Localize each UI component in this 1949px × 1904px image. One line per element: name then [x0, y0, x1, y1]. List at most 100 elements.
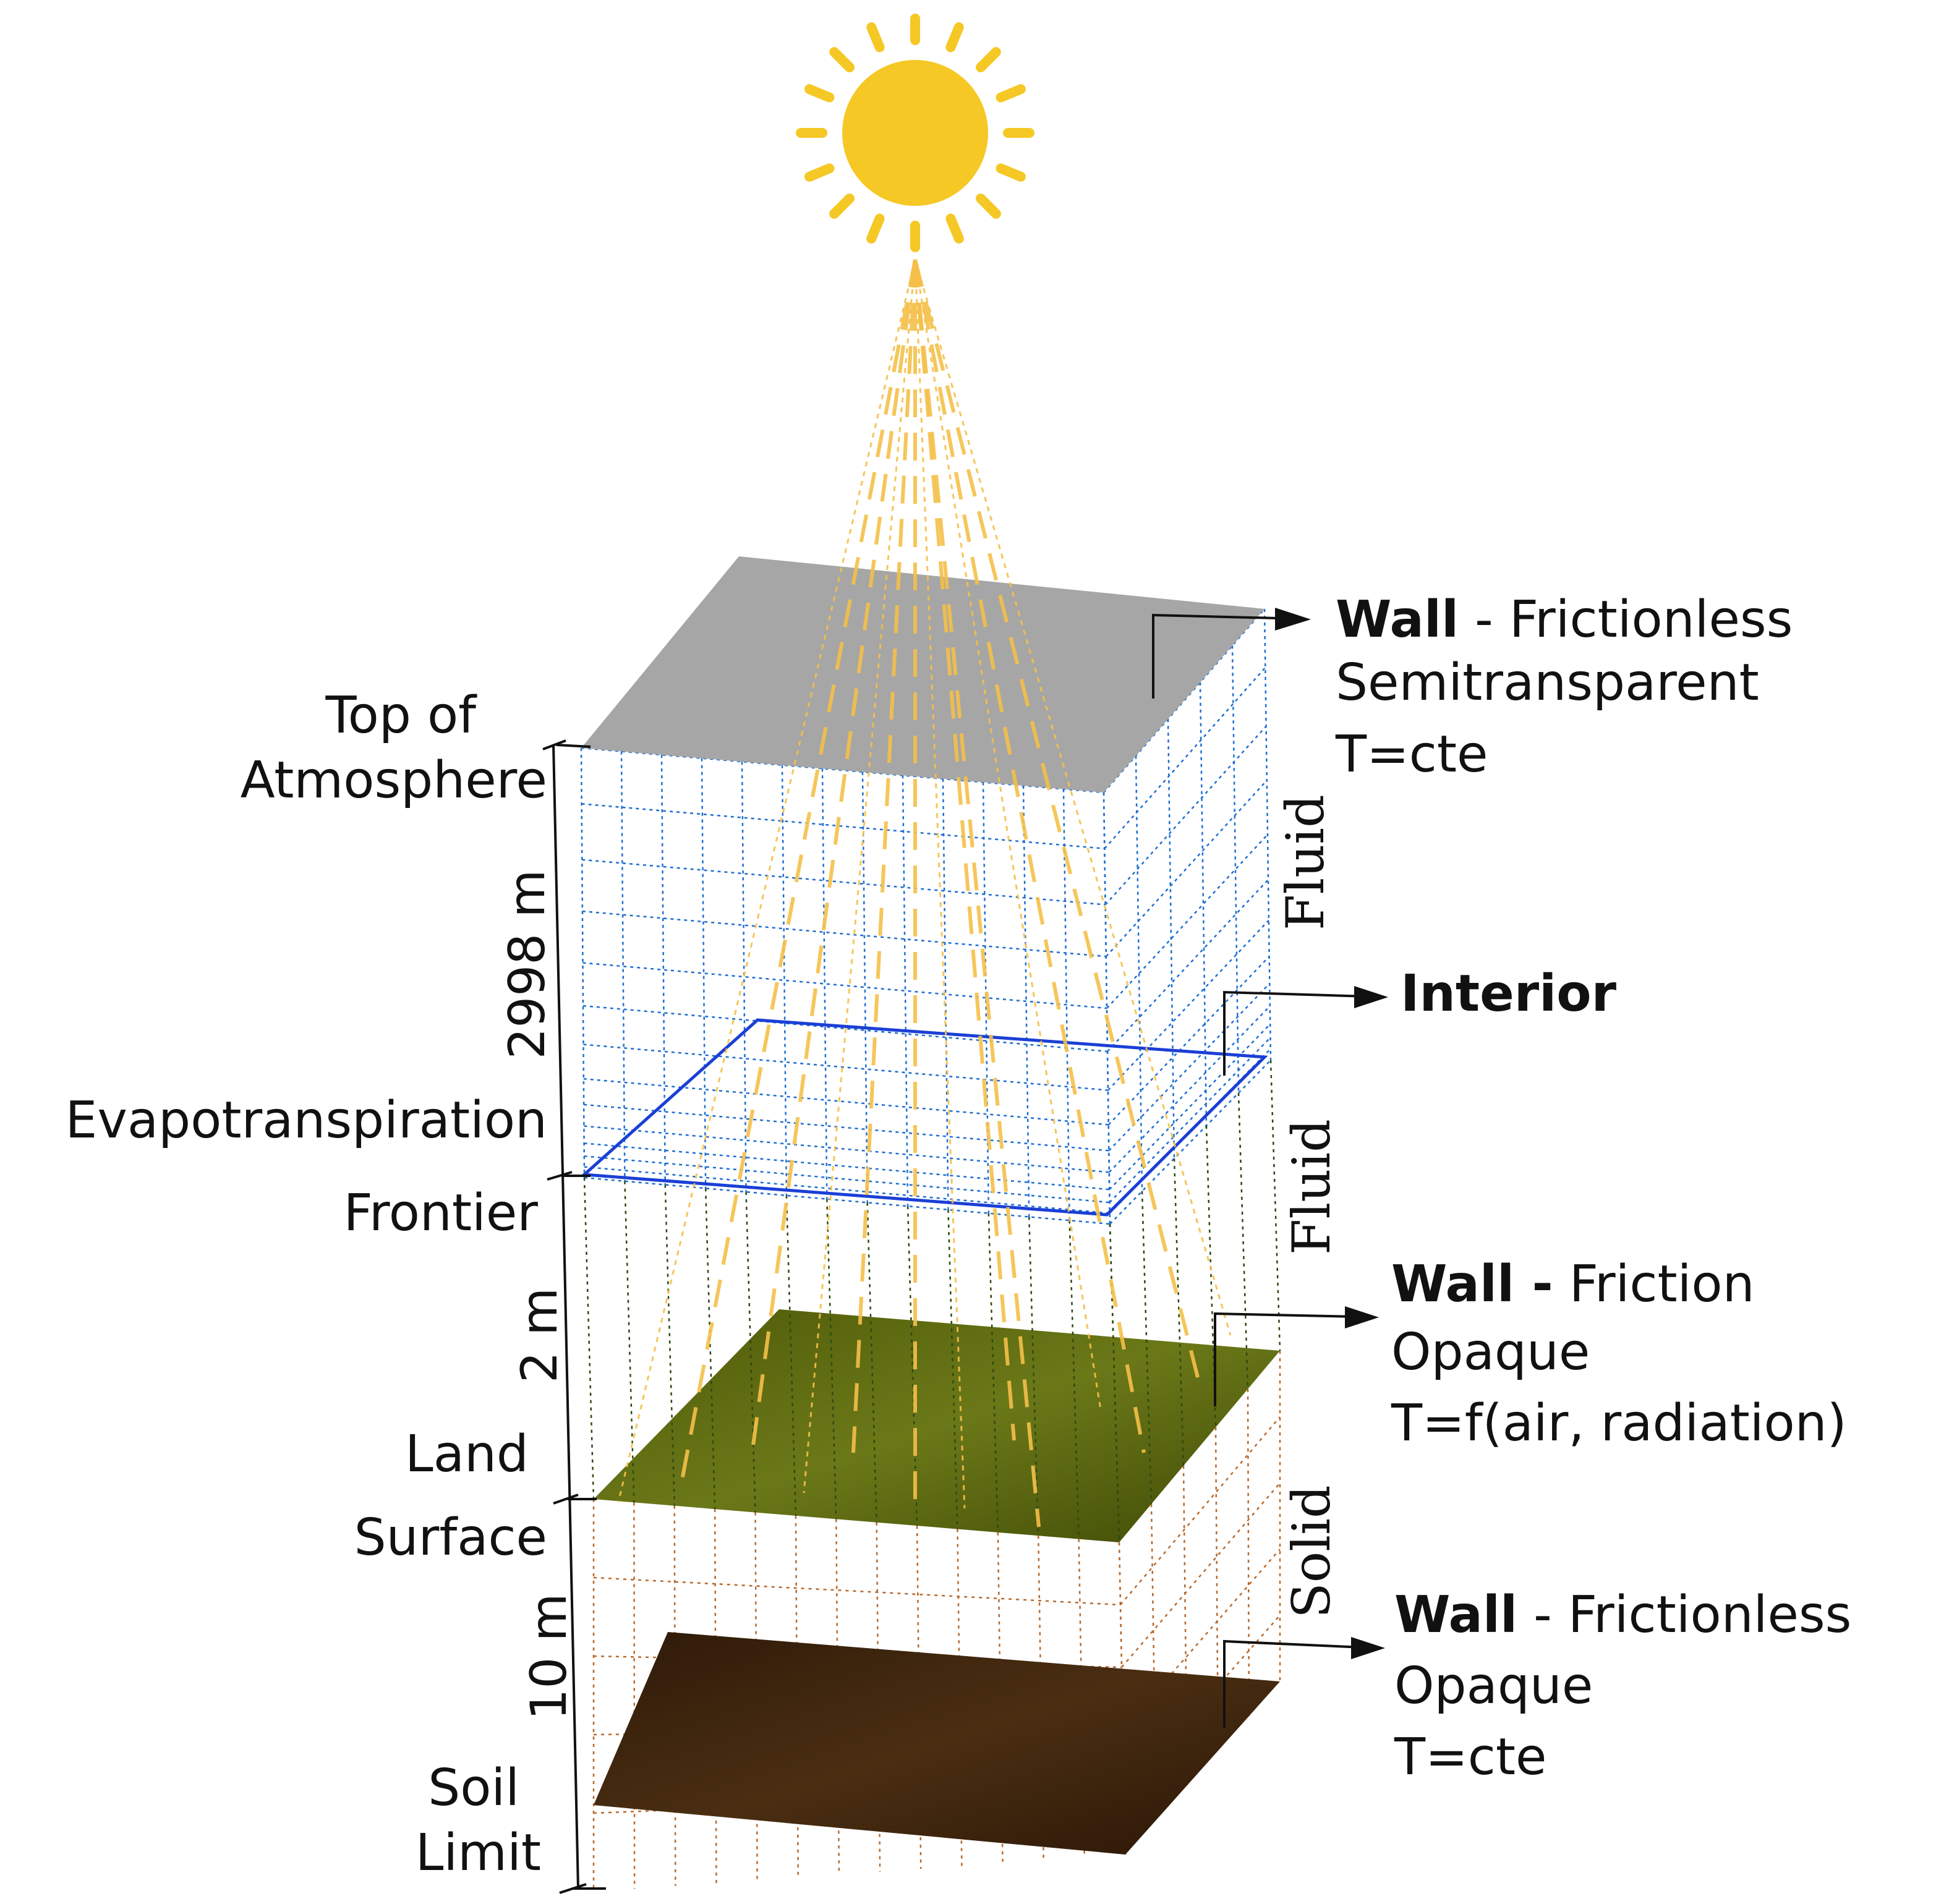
interior-plane [580, 1018, 1268, 1217]
label-top-of-atmosphere-1: Top of [325, 686, 478, 745]
label-surface: Surface [354, 1508, 547, 1567]
sun-ray-spike [866, 213, 885, 244]
bc-top-line3: T=cte [1335, 725, 1488, 784]
fluid-grid-line [582, 859, 1106, 906]
fluid-grid-line [1108, 1005, 1271, 1173]
fluid-grid-line [781, 765, 788, 1196]
dimension-axis [542, 739, 606, 1894]
fluid-grid-line [584, 1166, 1110, 1214]
near-surface-grid [583, 1060, 1281, 1543]
fluid-grid-line [1107, 956, 1270, 1126]
fluid-grid-line [1104, 725, 1267, 906]
fluid-grid-line [582, 962, 1107, 1009]
fluid-grid-line [1231, 645, 1240, 1094]
sun-ray-line [749, 259, 917, 1460]
near-grid-line [906, 1206, 918, 1526]
sun-ray-line [913, 259, 1201, 1385]
near-grid-line [583, 1177, 595, 1500]
label-soil: Soil [428, 1759, 519, 1817]
arrow-heads [1275, 608, 1388, 1659]
fluid-grid-line [1167, 719, 1175, 1159]
near-grid-line [1068, 1220, 1080, 1539]
sun-ray-spike [866, 22, 885, 53]
fluid-grid-line [821, 768, 828, 1199]
fluid-grid-line [584, 1176, 1111, 1225]
fluid-grid-line [584, 1142, 1110, 1191]
near-grid-line [664, 1184, 676, 1506]
land-surface-plane [594, 1309, 1280, 1542]
sun-ray-line [913, 259, 1016, 1441]
sun-ray-line [913, 259, 1041, 1528]
label-top-of-atmosphere-2: Atmosphere [241, 751, 547, 810]
near-grid-line [1141, 1191, 1153, 1505]
label-evapotranspiration: Evapotranspiration [66, 1091, 547, 1150]
region-solid: Solid [1281, 1485, 1342, 1618]
sun-ray-line [914, 259, 966, 1509]
near-grid-line [1205, 1125, 1217, 1428]
bc-soil-line2: Opaque [1394, 1657, 1593, 1715]
near-grid-line [1028, 1217, 1039, 1536]
sun-ray-spike [996, 84, 1026, 103]
sun-ray-spike [804, 84, 835, 103]
fluid-grid-line [1109, 1037, 1271, 1203]
fluid-grid-line [581, 803, 1105, 849]
near-grid-line [826, 1199, 837, 1519]
soil-grid-line [1121, 1482, 1281, 1668]
dim-soil-depth: 10 m [520, 1593, 578, 1720]
near-grid-line [987, 1213, 999, 1532]
label-land: Land [405, 1425, 529, 1484]
fluid-grid-line [1107, 879, 1269, 1052]
near-grid-line [1237, 1092, 1249, 1390]
fluid-grid-line [1199, 682, 1208, 1126]
soil-grid-line [1150, 1503, 1158, 1821]
sun-ray-spike [945, 22, 964, 53]
fluid-grid-line [1105, 780, 1268, 958]
soil-grid-line [593, 1576, 1121, 1606]
fluid-grid-line [584, 1103, 1109, 1152]
soil-grid-line [1078, 1539, 1086, 1858]
sun-ray-line [678, 259, 917, 1490]
bc-top-line1: Wall - Frictionless [1336, 590, 1793, 649]
fluid-grid-line [583, 1043, 1109, 1091]
sun-ray-spike [976, 193, 1001, 219]
sun-ray-spike [829, 193, 855, 219]
fluid-grid-line [583, 1077, 1109, 1126]
sun-rays-overlay [617, 259, 1232, 1528]
sun-ray-spike [804, 163, 835, 182]
top-of-atmosphere-plane [581, 556, 1265, 793]
soil-grid-line [1037, 1536, 1044, 1861]
near-grid-line [624, 1181, 635, 1503]
soil-grid-line [1247, 1388, 1250, 1717]
bc-top-line2: Semitransparent [1336, 653, 1759, 712]
sun-disc [842, 60, 988, 206]
sun-ray-spike [829, 47, 855, 72]
soil-limit-plane [594, 1632, 1280, 1855]
bc-land-line3: T=f(air, radiation) [1391, 1394, 1847, 1453]
sun-ray-spike [996, 163, 1026, 182]
near-grid-line [866, 1202, 877, 1523]
bc-land-line1: Wall - Friction [1391, 1255, 1755, 1314]
region-fluid-upper: Fluid [1275, 794, 1336, 930]
bc-interior: Interior [1401, 964, 1617, 1023]
fluid-grid-line [1135, 755, 1143, 1192]
near-grid-line [1269, 1060, 1281, 1351]
sun-ray-spike [976, 47, 1001, 72]
sun-ray-line [851, 259, 917, 1453]
fluid-grid-line [1107, 919, 1269, 1091]
sun-ray-line [913, 259, 1146, 1453]
soil-grid-line [1182, 1465, 1188, 1786]
near-grid-line [785, 1195, 797, 1516]
near-grid-line [745, 1192, 756, 1513]
fluid-grid-line [1109, 1060, 1271, 1225]
fluid-grid-line [1263, 608, 1272, 1061]
label-frontier: Frontier [344, 1184, 539, 1243]
bc-soil-line3: T=cte [1394, 1728, 1546, 1787]
label-limit: Limit [416, 1824, 541, 1882]
fluid-grid-line [1109, 1023, 1271, 1191]
sun-ray-spike [945, 213, 964, 244]
bc-soil-line1: Wall - Frictionless [1394, 1586, 1851, 1644]
sun-icon [796, 14, 1034, 252]
near-grid-line [947, 1209, 958, 1529]
region-fluid-lower: Fluid [1281, 1119, 1342, 1255]
